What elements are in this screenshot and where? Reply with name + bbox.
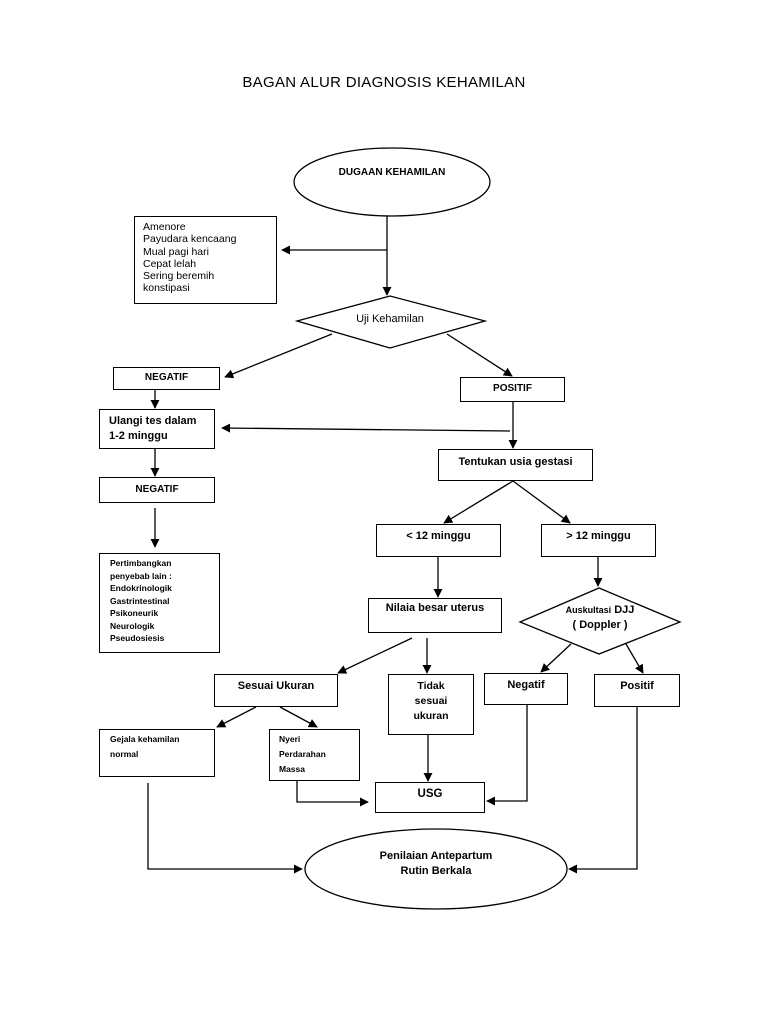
nyeri-line: Perdarahan [279, 749, 326, 759]
uji-diamond [294, 295, 488, 349]
pertimbangkan-list: Pertimbangkan penyebab lain : Endokrinol… [110, 557, 172, 645]
nilai-uterus-label: Nilaia besar uterus [385, 602, 485, 614]
positif-label-2: Positif [620, 680, 654, 692]
negatif-label-1: NEGATIF [144, 372, 189, 383]
nyeri-line: Massa [279, 764, 305, 774]
arrow-gejala-to-penilaian [147, 783, 303, 874]
tidak-sesuai-line: sesuai [414, 695, 448, 707]
pertimbangkan-item: Gastrintestinal [110, 595, 170, 606]
pertimbangkan-item: Endokrinologik [110, 583, 172, 593]
gejala-normal-line: normal [110, 749, 139, 759]
penilaian-ellipse [304, 828, 568, 910]
negatif-label-2: NEGATIF [135, 484, 179, 495]
negatif-box-1: NEGATIF [113, 367, 220, 390]
positif-label-1: POSITIF [493, 383, 532, 394]
arrow-auskultasi-to-positif [625, 643, 644, 674]
diagram-title: BAGAN ALUR DIAGNOSIS KEHAMILAN [242, 74, 526, 91]
auskultasi-label: Auskultasi DJJ ( Doppler ) [540, 603, 660, 632]
arrow-negatif-to-usg [486, 705, 528, 806]
ulangi-line: Ulangi tes dalam [109, 415, 197, 427]
penilaian-label: Penilaian Antepartum Rutin Berkala [326, 849, 546, 879]
lebih-12-label: > 12 minggu [566, 530, 631, 542]
dugaan-ellipse [293, 147, 491, 217]
usg-label: USG [417, 788, 443, 800]
tidak-sesuai-box: Tidak sesuai ukuran [388, 674, 474, 735]
arrow-sesuai-to-gejala [216, 706, 257, 728]
tidak-sesuai-line: ukuran [413, 710, 449, 722]
gejala-awal-item: Amenore [143, 221, 186, 233]
pertimbangkan-box: Pertimbangkan penyebab lain : Endokrinol… [99, 553, 220, 653]
positif-box-1: POSITIF [460, 377, 565, 402]
uji-label: Uji Kehamilan [356, 313, 424, 325]
ulangi-line: 1-2 minggu [109, 430, 168, 442]
arrow-tentukan-to-lebih12 [512, 480, 571, 524]
pertimbangkan-item: penyebab lain : [110, 570, 172, 581]
arrow-auskultasi-to-negatif [540, 643, 572, 673]
nyeri-line: Nyeri [279, 734, 301, 744]
gejala-normal-line: Gejala kehamilan [110, 734, 180, 744]
gejala-awal-item: Cepat lelah [143, 257, 197, 270]
tentukan-label: Tentukan usia gestasi [458, 456, 573, 468]
nyeri-label: Nyeri Perdarahan Massa [279, 732, 326, 777]
lebih-12-box: > 12 minggu [541, 524, 656, 557]
sesuai-label: Sesuai Ukuran [237, 680, 315, 692]
gejala-awal-item: Mual pagi hari [143, 245, 209, 258]
gejala-awal-list: Amenore Payudara kencaang Mual pagi hari… [143, 221, 236, 295]
gejala-normal-label: Gejala kehamilan normal [110, 732, 179, 762]
auskultasi-diamond [518, 587, 682, 655]
pertimbangkan-item: Pertimbangkan [110, 558, 172, 568]
pertimbangkan-item: Pseudosiesis [110, 633, 165, 643]
pertimbangkan-item: Neurologik [110, 620, 155, 631]
auskultasi-doppler: ( Doppler ) [572, 619, 628, 631]
gejala-awal-item: Sering beremih [143, 270, 215, 283]
tidak-sesuai-line: Tidak [417, 680, 445, 692]
ulangi-label: Ulangi tes dalam 1-2 minggu [109, 414, 196, 444]
arrow-nyeri-to-usg [296, 781, 369, 807]
gejala-normal-box: Gejala kehamilan normal [99, 729, 215, 777]
pertimbangkan-item: Psikoneurik [110, 608, 159, 618]
kurang-12-label: < 12 minggu [406, 530, 471, 542]
arrow-uji-to-positif [446, 333, 513, 377]
positif-box-2: Positif [594, 674, 680, 707]
arrow-uji-to-negatif [224, 333, 333, 379]
arrow-tentukan-to-kurang12 [443, 480, 514, 524]
penilaian-line: Penilaian Antepartum [379, 850, 493, 862]
arrow-nilai-to-sesuai [337, 637, 413, 674]
gejala-awal-item: konstipasi [143, 282, 190, 295]
arrow-sesuai-to-nyeri [279, 706, 318, 728]
tentukan-box: Tentukan usia gestasi [438, 449, 593, 481]
penilaian-line: Rutin Berkala [400, 865, 472, 877]
gejala-awal-box: Amenore Payudara kencaang Mual pagi hari… [134, 216, 277, 304]
negatif-box-3: Negatif [484, 673, 568, 705]
nilai-uterus-box: Nilaia besar uterus [368, 598, 502, 633]
nyeri-box: Nyeri Perdarahan Massa [269, 729, 360, 781]
arrow-positif-to-ulangi [221, 423, 511, 433]
negatif-label-3: Negatif [507, 679, 545, 691]
auskultasi-line-1: Auskultasi DJJ [540, 603, 660, 617]
tidak-sesuai-label: Tidak sesuai ukuran [389, 679, 473, 724]
dugaan-label: DUGAAN KEHAMILAN [338, 167, 446, 178]
kurang-12-box: < 12 minggu [376, 524, 501, 557]
negatif-box-2: NEGATIF [99, 477, 215, 503]
sesuai-box: Sesuai Ukuran [214, 674, 338, 707]
arrow-positif-to-penilaian [568, 707, 638, 874]
auskultasi-djj: DJJ [614, 604, 635, 616]
gejala-awal-item: Payudara kencaang [143, 233, 237, 246]
usg-box: USG [375, 782, 485, 813]
ulangi-box: Ulangi tes dalam 1-2 minggu [99, 409, 215, 449]
auskultasi-prefix: Auskultasi [565, 605, 612, 615]
